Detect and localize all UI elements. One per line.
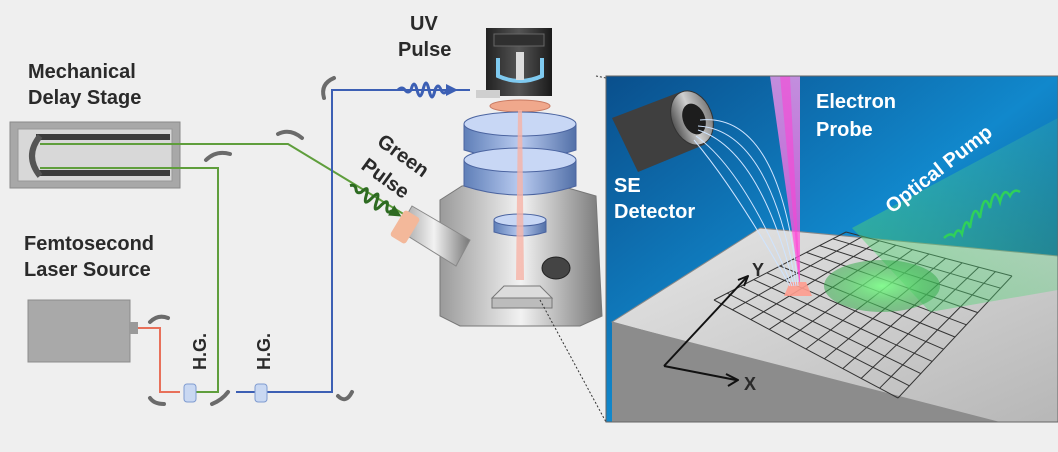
mechanical-delay-stage	[9, 121, 181, 189]
sem-chamber	[390, 28, 603, 327]
axis-y-label: Y	[752, 260, 764, 280]
mirror-icon	[148, 314, 170, 324]
hg-label-1: H.G.	[190, 333, 210, 370]
viewport-window	[390, 210, 420, 244]
se-label-line2: Detector	[614, 201, 695, 223]
femtosecond-laser-source	[27, 299, 138, 363]
electron-gun	[496, 58, 544, 83]
mirror-icon	[148, 396, 166, 406]
red-beam	[138, 327, 180, 393]
delay-stage-label-line1: Mechanical	[28, 61, 136, 83]
laser-label-line1: Femtosecond	[24, 233, 154, 255]
harmonic-generator-crystal	[254, 383, 268, 403]
uv-beam	[236, 89, 470, 393]
uv-pulse-wave	[396, 81, 449, 99]
electron-label-line2: Probe	[816, 119, 873, 141]
arrow-icon	[446, 84, 458, 96]
secondary-electron-paths	[693, 119, 799, 287]
mirror-icon	[321, 76, 336, 100]
mirror-icon	[210, 390, 230, 406]
delay-stage-label-line2: Delay Stage	[28, 87, 141, 109]
green-pulse-wave	[349, 183, 402, 217]
se-detector-small	[541, 256, 571, 280]
electron-spot	[784, 282, 812, 296]
electron-label-line1: Electron	[816, 91, 896, 113]
axis-x-label: X	[744, 374, 756, 394]
pump-spot	[824, 260, 940, 312]
optical-pump-wave	[943, 189, 1021, 239]
mirror-icon	[276, 129, 304, 140]
axes	[663, 275, 749, 387]
mirror-icon	[336, 390, 354, 402]
uv-label-line2: Pulse	[398, 39, 451, 61]
harmonic-generator-crystal	[183, 383, 197, 403]
hg-label-2: H.G.	[254, 333, 274, 370]
mirror-icon	[204, 150, 232, 162]
se-label-line1: SE	[614, 175, 641, 197]
retroreflector-icon	[29, 134, 43, 178]
laser-label-line2: Laser Source	[24, 259, 151, 281]
uv-label-line1: UV	[410, 13, 438, 35]
inset-panel	[606, 76, 1058, 422]
